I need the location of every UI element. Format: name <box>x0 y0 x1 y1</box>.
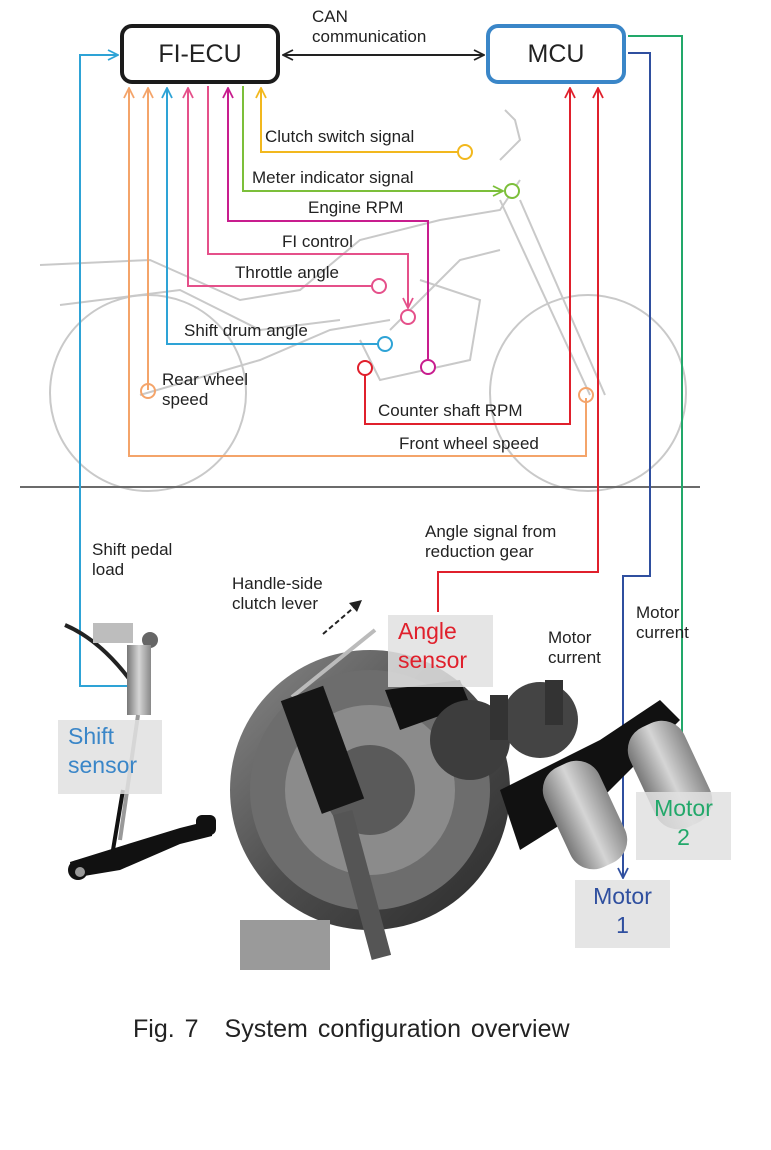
shift-drum-angle-line <box>167 88 378 345</box>
meter <box>504 183 520 199</box>
injector <box>400 309 416 325</box>
rear-wheel-sensor <box>140 383 156 399</box>
meter-indicator-label: Meter indicator signal <box>252 168 414 187</box>
clutch-switch-label: Clutch switch signal <box>265 127 415 146</box>
motor2-current-line <box>628 35 682 788</box>
motor-2-tag: Motor 2 <box>636 792 731 860</box>
motor1-current-line <box>623 52 651 878</box>
clutch-actuator-illustration <box>230 628 713 970</box>
throttle-angle-label: Throttle angle <box>235 263 339 282</box>
fi-control-line <box>207 86 408 308</box>
angle-signal-line <box>437 88 598 612</box>
clutch-lever-arrowhead <box>349 600 362 612</box>
front-wheel-sensor <box>578 387 594 403</box>
motor-1-tag: Motor 1 <box>575 880 670 948</box>
shift-pedal-load-label: Shift pedal load <box>92 540 173 579</box>
front-wheel-outline <box>489 294 687 492</box>
fi-ecu-label: FI-ECU <box>158 39 242 68</box>
engine-rpm-sensor <box>420 359 436 375</box>
rear-wheel-speed-label: Rear wheel speed <box>162 370 248 409</box>
fi-ecu-box: FI-ECU <box>120 24 280 84</box>
mcu-box: MCU <box>486 24 626 84</box>
front-wheel-speed-label: Front wheel speed <box>399 434 539 453</box>
meter-indicator-line <box>242 86 503 191</box>
figure-number: Fig. 7 <box>133 1015 199 1043</box>
fi-control-label: FI control <box>282 232 353 251</box>
shift-pedal-load-line <box>79 55 133 687</box>
engine-rpm-label: Engine RPM <box>308 198 404 217</box>
clutch-lever-arrow <box>322 603 359 635</box>
angle-sensor-tag: Angle sensor <box>388 615 493 687</box>
figure-title: System configuration overview <box>224 1015 570 1043</box>
clutch-switch-line <box>261 88 458 153</box>
counter-shaft-sensor <box>357 360 373 376</box>
throttle-sensor <box>371 278 387 294</box>
shift-sensor-tag: Shift sensor <box>58 720 162 794</box>
engine-rpm-line <box>228 88 429 359</box>
clutch-switch <box>457 144 473 160</box>
motor-current-2-label: Motor current <box>636 603 689 642</box>
angle-signal-label: Angle signal from reduction gear <box>425 522 557 561</box>
shift-drum-angle-label: Shift drum angle <box>184 321 308 340</box>
motor-current-1-label: Motor current <box>548 628 601 667</box>
throttle-angle-line <box>188 88 372 287</box>
mcu-label: MCU <box>527 39 585 68</box>
shift-drum-sensor <box>377 336 393 352</box>
can-label: CAN communication <box>312 7 427 46</box>
counter-shaft-rpm-label: Counter shaft RPM <box>378 401 523 420</box>
counter-shaft-rpm-line <box>364 88 570 425</box>
figure-caption: Fig. 7 System configuration overview <box>133 1015 570 1044</box>
handle-clutch-label: Handle-side clutch lever <box>232 574 323 613</box>
front-wheel-speed-line <box>129 88 587 457</box>
